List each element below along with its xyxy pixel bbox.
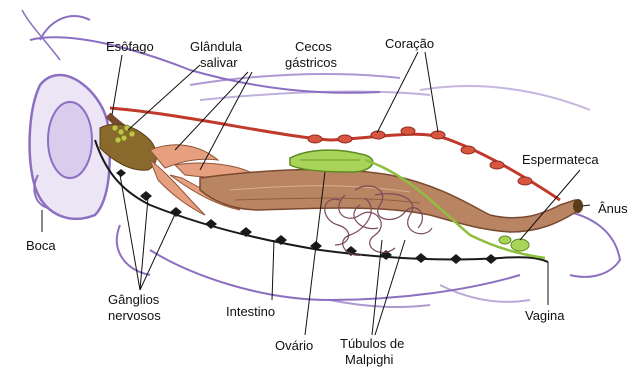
insect-abdomen-tip <box>560 210 620 277</box>
label-tubulos-line1: Túbulos de <box>340 336 404 351</box>
label-intestino: Intestino <box>226 304 275 319</box>
label-vagina: Vagina <box>525 308 565 323</box>
label-coracao: Coração <box>385 36 434 51</box>
label-tubulos-line2: Malpighi <box>345 352 394 367</box>
label-glandula-line2: salivar <box>200 55 238 70</box>
label-boca: Boca <box>26 238 56 253</box>
label-anus: Ânus <box>598 201 628 216</box>
label-ovario: Ovário <box>275 338 313 353</box>
label-cecos-line1: Cecos <box>295 39 332 54</box>
label-cecos-line2: gástricos <box>285 55 338 70</box>
label-ganglios-line1: Gânglios <box>108 292 160 307</box>
label-ganglios-line2: nervosos <box>108 308 161 323</box>
label-glandula-line1: Glândula <box>190 39 243 54</box>
label-esofago: Esôfago <box>106 39 154 54</box>
label-espermateca: Espermateca <box>522 152 599 167</box>
